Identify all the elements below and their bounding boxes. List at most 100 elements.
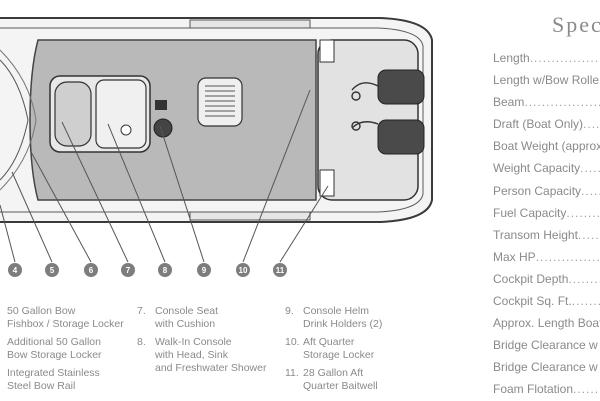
spec-label: Cockpit Depth [493,271,569,286]
callout-6: 6 [84,263,98,277]
svg-text:10: 10 [239,266,248,275]
spec-label: Transom Height [493,227,578,242]
aft-baitwell-top [319,39,335,63]
spec-label: Max HP [493,249,536,264]
spec-row: Bridge Clearance w [493,356,600,378]
spec-row: Bridge Clearance w [493,334,600,356]
livewell-grill [205,85,235,117]
hull-inner-outline [0,27,424,213]
outboard-engine-bottom [377,119,425,155]
legend-number: 11. [285,367,299,379]
svg-text:4: 4 [13,266,18,275]
callout-9: 9 [197,263,211,277]
spec-label: Length [493,51,530,65]
callout-5: 5 [45,263,59,277]
boat-deck-diagram: 4 5 6 7 8 9 10 11 [0,17,433,277]
spec-row: Beam............................... [493,91,600,113]
legend-number: 10. [285,336,300,348]
spec-label: Beam [493,95,525,110]
spec-row: Boat Weight (approx [493,135,600,157]
spec-label: Boat Weight (approx [493,139,600,154]
engine-rigging [351,82,379,131]
spec-label: Draft (Boat Only) [493,117,584,132]
spec-row: Length w/Bow Rolle [493,69,600,91]
spec-label: Cockpit Sq. Ft. [493,294,572,309]
callout-8: 8 [158,263,172,277]
console-seat [54,81,92,147]
callout-11: 11 [273,263,287,277]
spec-label: Length w/Bow Rolle [493,73,600,88]
callout-7: 7 [121,263,135,277]
spec-label: Fuel Capacity [493,205,567,220]
center-livewell [197,77,243,127]
spec-row: Draft (Boat Only)..... [493,113,600,135]
bow-locker-lines-2 [0,49,37,191]
svg-text:11: 11 [276,266,285,275]
spec-label: Weight Capacity [493,161,581,176]
spec-dots: ...... [581,183,600,198]
top-gunwale-rail [189,19,311,29]
spec-row: Foam Flotation....... [493,378,600,400]
spec-row: Cockpit Depth......... [493,268,600,290]
spec-row: Approx. Length Boat [493,312,600,334]
console-gauge [120,124,132,136]
bottom-gunwale-rail [189,211,311,221]
outboard-engine-top [377,69,425,105]
spec-dots: ...... [580,161,600,176]
svg-text:6: 6 [89,266,94,275]
legend-number: 9. [285,305,294,317]
spec-dots: ....... [573,382,600,397]
spec-row: Weight Capacity...... [493,157,600,179]
callout-leaders [0,89,329,263]
bow-locker-lines [0,59,29,181]
spec-row: Transom Height...... [493,224,600,246]
spec-dots: ......... [566,205,600,220]
spec-dots: ............................... [524,95,600,110]
console-windshield [95,79,147,149]
spec-dots: .......................... [535,249,600,264]
spec-dots: ...... [577,227,600,242]
svg-text:7: 7 [126,266,131,275]
spec-list: Length...................... Length w/Bow… [493,47,600,401]
spec-label: Foam Flotation [493,382,574,397]
svg-text:8: 8 [163,266,168,275]
spec-row: Cockpit Sq. Ft......... [493,290,600,312]
spec-row: Fuel Capacity......... [493,202,600,224]
spec-dots: ........ [571,294,600,309]
callout-10: 10 [236,263,250,277]
spec-row: Length...................... [493,47,600,69]
svg-text:9: 9 [202,266,207,275]
svg-text:5: 5 [50,266,55,275]
callout-4: 4 [8,263,22,277]
spec-label: Person Capacity [493,183,582,198]
callout-markers: 4 5 6 7 8 9 10 11 [8,263,287,277]
spec-label: Bridge Clearance w [493,360,598,375]
spec-label: Bridge Clearance w [493,338,598,353]
spec-label: Approx. Length Boat [493,316,600,331]
specs-title: Spec [552,12,600,37]
aft-baitwell-bottom [319,169,335,197]
legend-number: 8. [137,336,146,348]
spec-dots: ..... [583,117,600,132]
spec-dots: ...................... [529,51,600,65]
helm-wheel [153,118,173,138]
console-throttle [155,100,167,110]
